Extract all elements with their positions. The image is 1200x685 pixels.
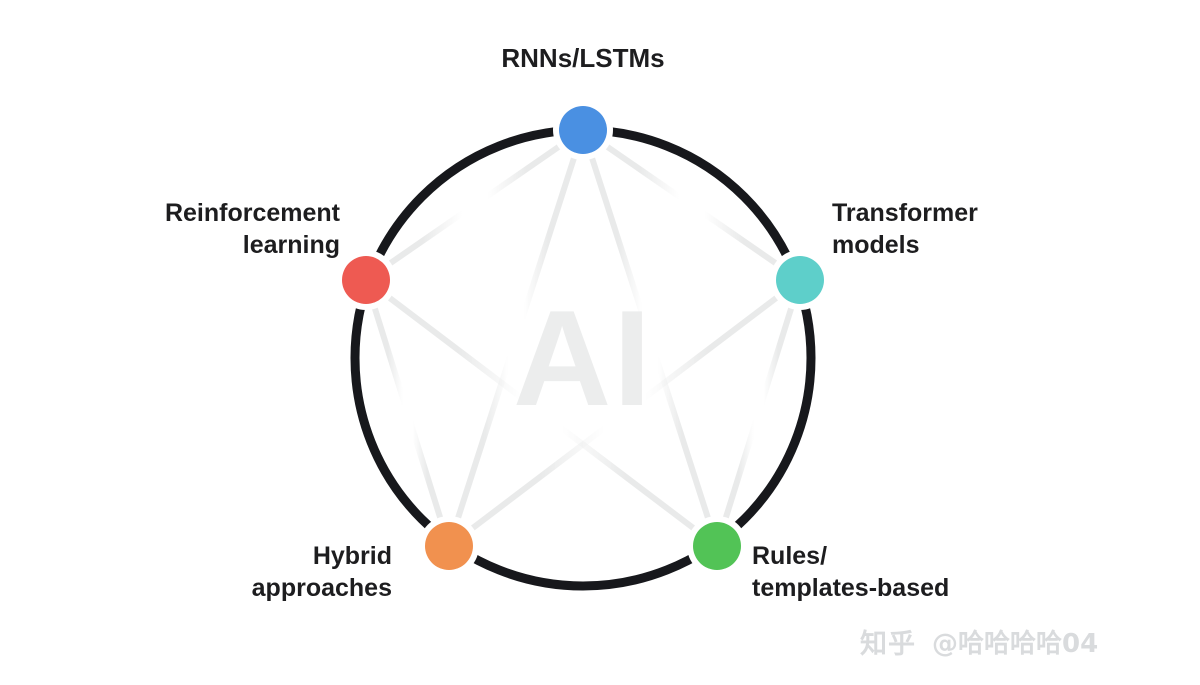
link-transformer-models--hybrid-approaches (446, 277, 803, 549)
zhihu-watermark: 知乎 @哈哈哈哈04 (860, 622, 1098, 661)
zhihu-user-handle: @哈哈哈哈04 (932, 629, 1099, 659)
node-reinforcement-learning[interactable] (342, 256, 390, 304)
center-watermark-ai: AI (513, 282, 653, 434)
link-rules-templates-based--reinforcement-learning (363, 277, 720, 549)
node-transformer-models[interactable] (776, 256, 824, 304)
node-label-rules-templates-based: Rules/ templates-based (752, 542, 950, 602)
link-rnns-lstms--transformer-models (580, 127, 803, 283)
node-rules-templates-based[interactable] (693, 522, 741, 570)
node-label-reinforcement-learning: Reinforcement learning (164, 199, 340, 259)
node-group (342, 106, 824, 570)
link-rnns-lstms--hybrid-approaches (446, 127, 586, 549)
link-rnns-lstms--rules-templates-based (580, 127, 720, 549)
link-transformer-models--rules-templates-based (714, 277, 803, 549)
link-group (363, 127, 803, 549)
node-label-rnns-lstms: RNNs/LSTMs (501, 43, 665, 73)
node-label-hybrid-approaches: Hybrid approaches (251, 542, 392, 602)
link-rnns-lstms--reinforcement-learning (363, 127, 586, 283)
link-hybrid-approaches--reinforcement-learning (363, 277, 452, 549)
node-label-transformer-models: Transformer models (832, 199, 978, 259)
zhihu-logo-text: 知乎 (860, 629, 916, 660)
node-rnns-lstms[interactable] (559, 106, 607, 154)
node-hybrid-approaches[interactable] (425, 522, 473, 570)
